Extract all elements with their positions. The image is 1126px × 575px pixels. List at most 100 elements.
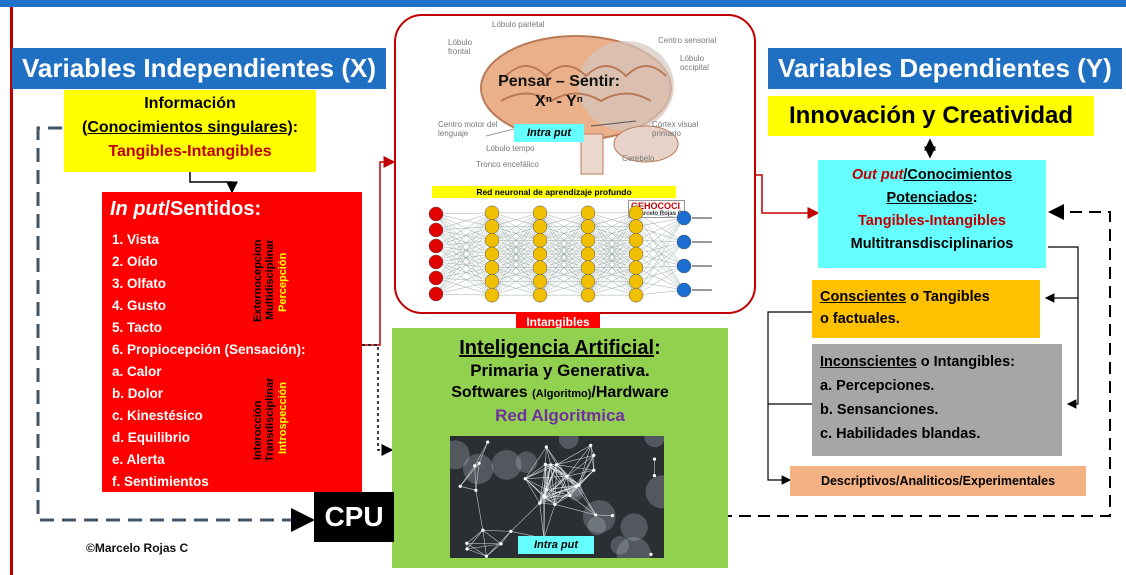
nn-edge — [435, 240, 493, 247]
network-line — [525, 478, 540, 504]
nn-edge — [635, 267, 685, 291]
network-line — [525, 478, 547, 490]
nn-edge — [435, 240, 493, 295]
network-node — [649, 552, 653, 556]
nn-edge — [635, 265, 685, 282]
nn-node — [532, 260, 548, 275]
nn-node — [532, 219, 548, 234]
nn-node — [428, 222, 444, 238]
bokeh-circle — [582, 500, 616, 533]
network-line — [478, 441, 488, 464]
nn-node — [580, 287, 596, 303]
brain-label: Centro sensorial — [658, 36, 717, 45]
brain-label: Cerebelo — [622, 154, 655, 163]
network-line — [575, 455, 595, 487]
nn-node — [532, 233, 548, 248]
nn-edge — [435, 213, 493, 227]
network-node — [473, 464, 477, 468]
nn-node — [428, 206, 444, 222]
network-line — [554, 495, 571, 505]
network-line — [567, 469, 594, 477]
nn-node — [532, 274, 548, 289]
network-node — [652, 474, 657, 478]
nn-edge — [435, 212, 493, 247]
network-line — [525, 476, 568, 480]
network-node — [568, 493, 572, 498]
nn-node — [428, 286, 444, 302]
nn-node — [628, 233, 644, 248]
network-line — [466, 530, 484, 544]
bokeh-circle — [644, 436, 664, 448]
network-line — [595, 514, 613, 516]
network-line — [539, 464, 546, 504]
nn-edge — [435, 253, 493, 279]
network-line — [539, 503, 545, 539]
network-line — [590, 445, 595, 456]
network-node — [465, 547, 469, 551]
network-line — [525, 478, 544, 497]
brain-title: Pensar – Sentir: Xⁿ - Yⁿ — [484, 72, 634, 112]
network-node — [481, 528, 485, 532]
output-box: Out put/Conocimientos Potenciados: Tangi… — [818, 160, 1046, 268]
nn-node — [676, 234, 692, 250]
nn-edge — [587, 281, 637, 296]
network-node — [477, 461, 481, 465]
nn-edge — [587, 212, 637, 296]
inconscientes-box: Inconscientes o Intangibles: a. Percepci… — [812, 344, 1062, 456]
nn-edge — [539, 212, 589, 282]
brain-label: Córtex visual primario — [652, 120, 699, 138]
nn-edge — [587, 253, 637, 296]
network-node — [553, 502, 557, 507]
ai-line4: Red Algoritmica — [495, 406, 625, 425]
network-node — [509, 529, 513, 533]
nn-node — [532, 246, 548, 262]
nn-node — [628, 287, 644, 303]
nn-edge — [491, 212, 541, 282]
network-node — [523, 477, 527, 481]
network-node — [465, 541, 469, 545]
nn-edge — [435, 253, 493, 295]
nn-edge — [435, 245, 493, 282]
network-line — [578, 484, 596, 516]
network-node — [574, 484, 578, 488]
network-node — [589, 443, 593, 447]
nn-node — [484, 246, 500, 262]
network-node — [555, 463, 559, 467]
list-item: 2. Oído — [112, 254, 158, 269]
network-node — [486, 440, 490, 444]
nn-edge — [539, 226, 589, 296]
nn-edge — [635, 217, 685, 241]
brain-label: Lóbulo occipital — [680, 54, 709, 72]
vertical-interoccion: Interocción — [252, 400, 264, 460]
nn-edge — [435, 212, 493, 263]
nn-node — [428, 238, 444, 254]
list-item: 5. Tacto — [112, 320, 163, 335]
nn-edge — [635, 212, 685, 219]
nn-edge — [539, 212, 589, 296]
network-line — [545, 464, 577, 487]
nn-edge — [435, 267, 493, 279]
nn-node — [580, 219, 596, 234]
bokeh-circle — [610, 536, 629, 555]
left-header: Variables Independientes (X) — [12, 48, 386, 89]
vertical-multidisciplinar: Multidisciplinar — [264, 239, 276, 320]
nn-edge — [435, 229, 493, 282]
nn-node — [484, 274, 500, 289]
list-item: c. Habilidades blandas. — [820, 426, 981, 442]
logo-text: GEHOCOCI — [631, 201, 681, 211]
conscientes-line2: o factuales. — [820, 311, 900, 327]
nn-node — [580, 205, 596, 221]
nn-edge — [435, 240, 493, 263]
network-node — [565, 474, 569, 478]
network-line — [556, 464, 580, 486]
right-header: Variables Dependientes (Y) — [768, 48, 1122, 89]
network-line — [482, 529, 511, 532]
network-line — [474, 441, 488, 466]
brain-label: Centro motor del lenguaje — [438, 120, 498, 138]
network-line — [550, 464, 556, 505]
nn-edge — [435, 240, 493, 279]
network-node — [592, 453, 596, 457]
list-item: f. Sentimientos — [112, 474, 209, 489]
nn-node — [484, 287, 500, 303]
network-line — [460, 486, 476, 491]
